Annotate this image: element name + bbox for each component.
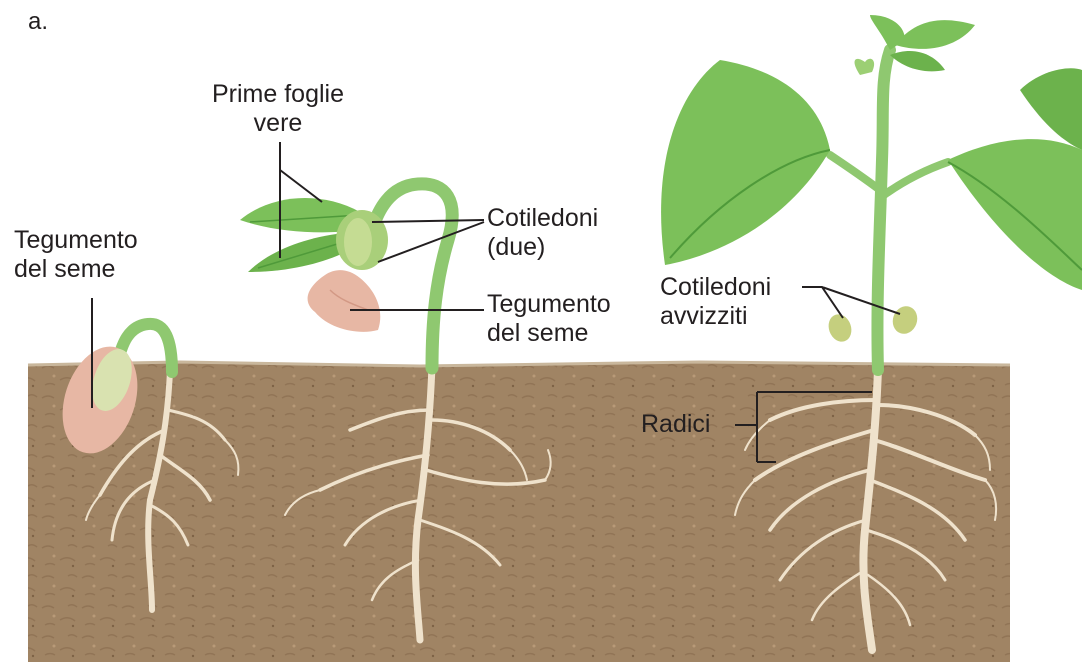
seed-coat-2: [308, 270, 381, 332]
top-leaflet-3: [890, 51, 945, 71]
label-tegumento-seme-mid: Tegumento del seme: [487, 290, 611, 348]
stem-seedling-2: [372, 184, 452, 368]
panel-letter: a.: [28, 8, 48, 36]
top-leaflet-2: [895, 20, 975, 49]
label-radici: Radici: [641, 410, 710, 439]
withered-cotyledon-right: [889, 303, 921, 338]
main-stem-3: [877, 50, 890, 370]
leaf-left-3: [661, 60, 830, 265]
label-prime-foglie-vere: Prime foglie vere: [188, 80, 368, 138]
leader-cotiledoni-avvizziti: [802, 287, 900, 318]
soil: [28, 362, 1010, 662]
leaf-right-3: [948, 139, 1082, 290]
withered-cotyledon-left: [825, 311, 855, 345]
label-cotiledoni-due: Cotiledoni (due): [487, 204, 598, 262]
label-cotiledoni-avvizziti: Cotiledoni avvizziti: [660, 273, 771, 331]
leaf-top-right-3: [1020, 68, 1082, 150]
bud: [855, 59, 875, 75]
leader-cotiledoni: [372, 220, 484, 262]
label-tegumento-seme-left: Tegumento del seme: [14, 226, 138, 284]
